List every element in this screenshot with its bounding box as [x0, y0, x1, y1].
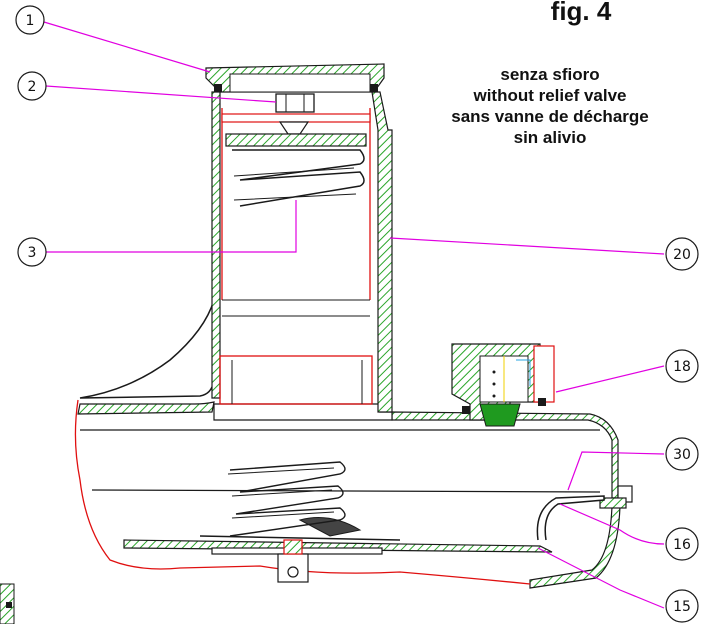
housing-body [74, 299, 633, 589]
callout-3-label: 3 [28, 245, 37, 261]
caption-line-spanish: sin alivio [513, 128, 587, 147]
leader-lines [43, 21, 665, 609]
callout-2-label: 2 [28, 79, 37, 95]
callout-20-label: 20 [673, 247, 691, 263]
diaphragm-plate [123, 495, 605, 583]
callout-15-label: 15 [673, 599, 691, 615]
callout-18-label: 18 [673, 359, 691, 375]
callout-18: 18 [665, 349, 699, 383]
caption-line-english: without relief valve [473, 86, 627, 105]
figure-title: fig. 4 [550, 0, 612, 26]
upper-spring [232, 149, 365, 207]
callout-16-label: 16 [673, 537, 691, 553]
callout-2: 2 [17, 71, 47, 101]
callout-1-label: 1 [26, 13, 35, 29]
caption-line-italian: senza sfioro [500, 65, 600, 84]
side-valve [451, 343, 555, 427]
callout-20: 20 [665, 237, 699, 271]
callout-3: 3 [17, 237, 47, 267]
figure-caption: senza sfioro without relief valve sans v… [405, 64, 695, 148]
callout-30: 30 [665, 437, 699, 471]
cropped-part-left [0, 583, 15, 625]
lower-spring [227, 461, 346, 537]
callout-16: 16 [665, 527, 699, 561]
caption-line-french: sans vanne de décharge [451, 107, 649, 126]
callout-1: 1 [15, 5, 45, 35]
callout-15: 15 [665, 589, 699, 623]
tower [205, 63, 393, 413]
callout-30-label: 30 [673, 447, 691, 463]
